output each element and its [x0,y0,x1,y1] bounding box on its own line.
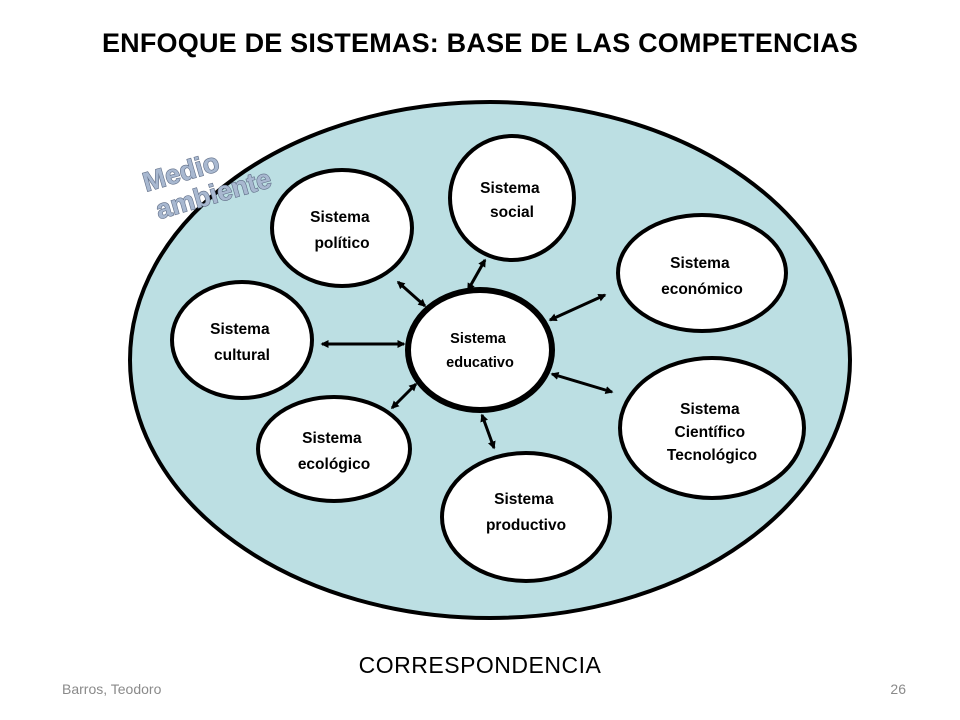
node-productivo-line-1: Sistema [494,491,554,508]
node-cultural-line-1: Sistema [210,321,270,338]
node-productivo-line-2: productivo [486,517,566,534]
node-social-line-2: social [490,204,534,221]
node-social-line-1: Sistema [480,180,540,197]
node-cientifico: Sistema Científico Tecnológico [618,356,806,500]
node-economico: Sistema económico [616,213,788,333]
node-cultural-circle [170,280,314,400]
diagram-caption: CORRESPONDENCIA [358,652,602,678]
footer-author: Barros, Teodoro [62,681,162,697]
node-educativo-label: Sistema educativo [446,331,514,371]
node-economico-label: Sistema económico [661,255,743,298]
node-productivo-circle [440,451,612,583]
node-economico-circle [616,213,788,333]
arrow-productivo [480,413,496,450]
node-social-circle [448,134,576,262]
node-economico-line-1: Sistema [670,255,730,272]
arrow-economico [548,293,607,322]
node-cultural: Sistema cultural [170,280,314,400]
node-cientifico-line-3: Tecnológico [667,447,757,464]
node-cientifico-line-2: Científico [675,424,746,441]
node-productivo-label: Sistema productivo [486,491,566,534]
page-number: 26 [890,681,906,697]
arrow-social [466,258,487,292]
node-social-label: Sistema social [480,180,544,221]
node-ecologico-line-2: ecológico [298,456,370,473]
node-social: Sistema social [448,134,576,262]
node-cientifico-circle [618,356,806,500]
node-economico-line-2: económico [661,281,743,298]
node-educativo-circle [405,287,555,413]
node-politico: Sistema político [270,168,414,288]
node-educativo-line-1: Sistema [450,331,507,347]
node-cientifico-label: Sistema Científico Tecnológico [667,401,757,464]
arrow-cientifico [550,372,614,394]
node-ecologico: Sistema ecológico [256,395,412,503]
node-cientifico-line-1: Sistema [680,401,740,418]
slide-title: ENFOQUE DE SISTEMAS: BASE DE LAS COMPETE… [101,28,859,58]
node-educativo: Sistema educativo [405,287,555,413]
node-cultural-label: Sistema cultural [210,321,274,364]
connection-arrows [320,258,614,450]
node-productivo: Sistema productivo [440,451,612,583]
node-politico-line-1: Sistema [310,209,370,226]
node-politico-circle [270,168,414,288]
node-ecologico-circle [256,395,412,503]
node-cultural-line-2: cultural [214,347,270,364]
node-politico-line-2: político [314,235,369,252]
arrow-politico [396,280,427,308]
arrow-ecologico [390,382,418,410]
node-educativo-line-2: educativo [446,355,514,371]
node-politico-label: Sistema político [310,209,374,252]
node-ecologico-line-1: Sistema [302,430,362,447]
node-ecologico-label: Sistema ecológico [298,430,370,473]
